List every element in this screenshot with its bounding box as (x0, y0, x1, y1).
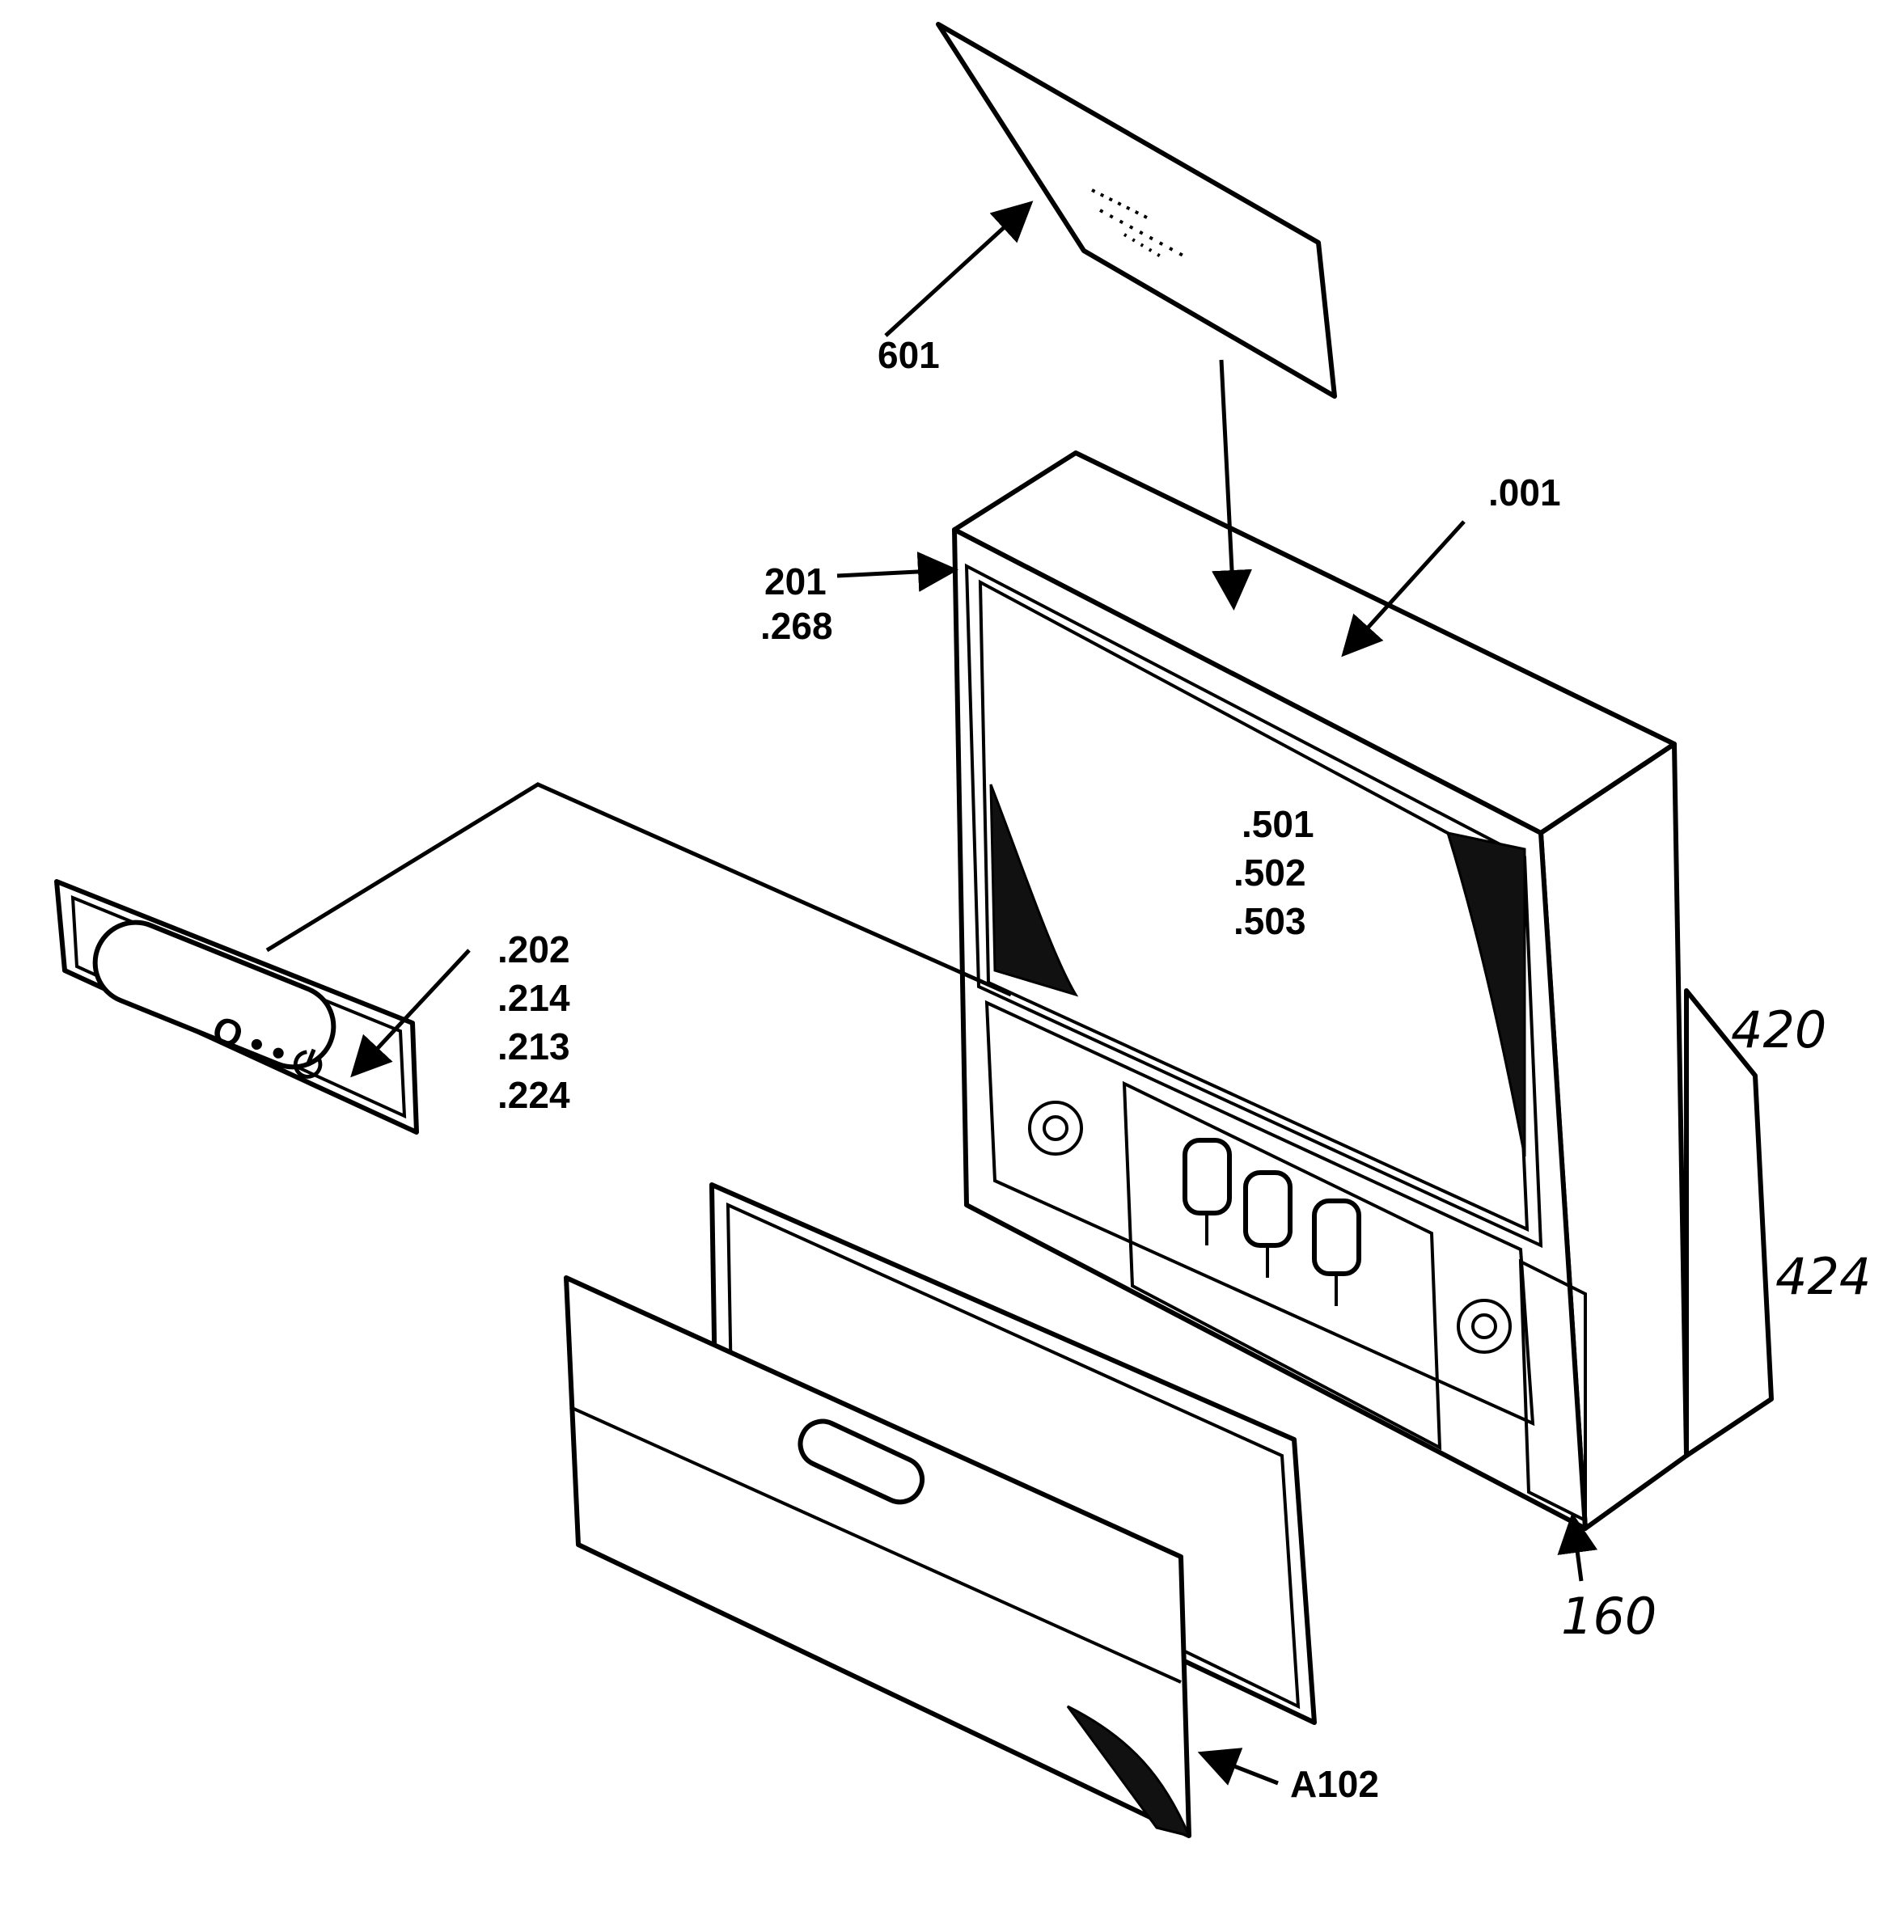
front-panel-A102 (564, 1275, 1191, 1838)
label-213: .213 (497, 1025, 570, 1067)
label-503: .503 (1233, 900, 1306, 942)
label-214: .214 (497, 977, 570, 1019)
label-601: 601 (878, 334, 940, 376)
label-268: .268 (760, 605, 833, 647)
label-001: .001 (1488, 471, 1561, 514)
tv-cabinet-001 (952, 450, 1774, 1531)
cover-sheet-print (1091, 188, 1190, 260)
label-420: 420 (1731, 1000, 1826, 1059)
cover-sheet-601 (936, 22, 1337, 399)
label-160: 160 (1561, 1587, 1656, 1646)
label-224: .224 (497, 1074, 570, 1116)
control-panel-assembly: O • • ⏻ (54, 879, 419, 1135)
label-A102: A102 (1290, 1763, 1379, 1805)
label-201: 201 (764, 560, 827, 602)
label-424: 424 (1775, 1247, 1871, 1306)
label-501: .501 (1242, 803, 1314, 845)
crt-connectors (1183, 1138, 1361, 1306)
label-202: .202 (497, 928, 570, 970)
label-502: .502 (1233, 852, 1306, 894)
